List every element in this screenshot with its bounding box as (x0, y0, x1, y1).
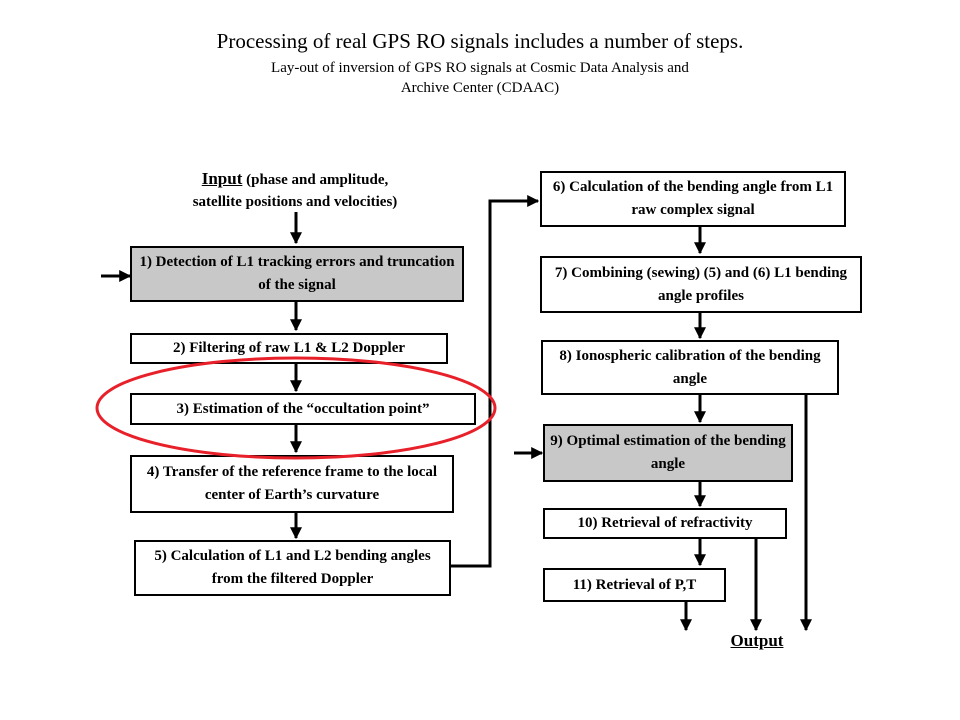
step-8-box: 8) Ionospheric calibration of the bendin… (541, 340, 839, 395)
step-10-box: 10) Retrieval of refractivity (543, 508, 787, 539)
subtitle-line-2: Archive Center (CDAAC) (400, 80, 560, 96)
slide-title: Processing of real GPS RO signals includ… (216, 29, 744, 53)
step-1-label: 1) Detection of L1 tracking errors and t… (139, 254, 455, 293)
step-11-label: 11) Retrieval of P,T (572, 576, 697, 593)
step-9-label: 9) Optimal estimation of the bending ang… (550, 433, 786, 472)
output-keyword: Output (730, 631, 784, 650)
input-label-line-2: satellite positions and velocities) (192, 194, 398, 210)
step-6-label: 6) Calculation of the bending angle from… (552, 179, 834, 218)
input-label-detail: (phase and amplitude, (246, 172, 389, 188)
input-label: Input (phase and amplitude, satellite po… (150, 168, 440, 213)
step-8-label: 8) Ionospheric calibration of the bendin… (559, 347, 821, 387)
input-keyword: Input (201, 169, 243, 188)
step-5-label: 5) Calculation of L1 and L2 bending angl… (154, 548, 431, 587)
step-7-box: 7) Combining (sewing) (5) and (6) L1 ben… (540, 256, 862, 313)
highlight-ellipse (95, 356, 497, 460)
step-4-label: 4) Transfer of the reference frame to th… (146, 464, 438, 503)
subtitle-line-1: Lay-out of inversion of GPS RO signals a… (271, 60, 689, 76)
step-5-box: 5) Calculation of L1 and L2 bending angl… (134, 540, 451, 596)
step-1-box: 1) Detection of L1 tracking errors and t… (130, 246, 464, 302)
step-6-box: 6) Calculation of the bending angle from… (540, 171, 846, 227)
step-7-label: 7) Combining (sewing) (5) and (6) L1 ben… (554, 264, 848, 304)
step-10-label: 10) Retrieval of refractivity (577, 515, 753, 531)
connector-step5-to-step6 (451, 195, 540, 568)
input-label-line-1: Input (phase and amplitude, (150, 168, 440, 191)
output-label: Output (712, 630, 802, 653)
slide-subtitle: Lay-out of inversion of GPS RO signals a… (0, 58, 960, 98)
step-11-box: 11) Retrieval of P,T (543, 568, 726, 602)
step-9-box: 9) Optimal estimation of the bending ang… (543, 424, 793, 482)
step-3-label: 3) Estimation of the “occultation point” (176, 400, 430, 417)
step-3-box: 3) Estimation of the “occultation point” (130, 393, 476, 425)
step-2-label: 2) Filtering of raw L1 & L2 Doppler (172, 340, 406, 356)
step-4-box: 4) Transfer of the reference frame to th… (130, 455, 454, 513)
